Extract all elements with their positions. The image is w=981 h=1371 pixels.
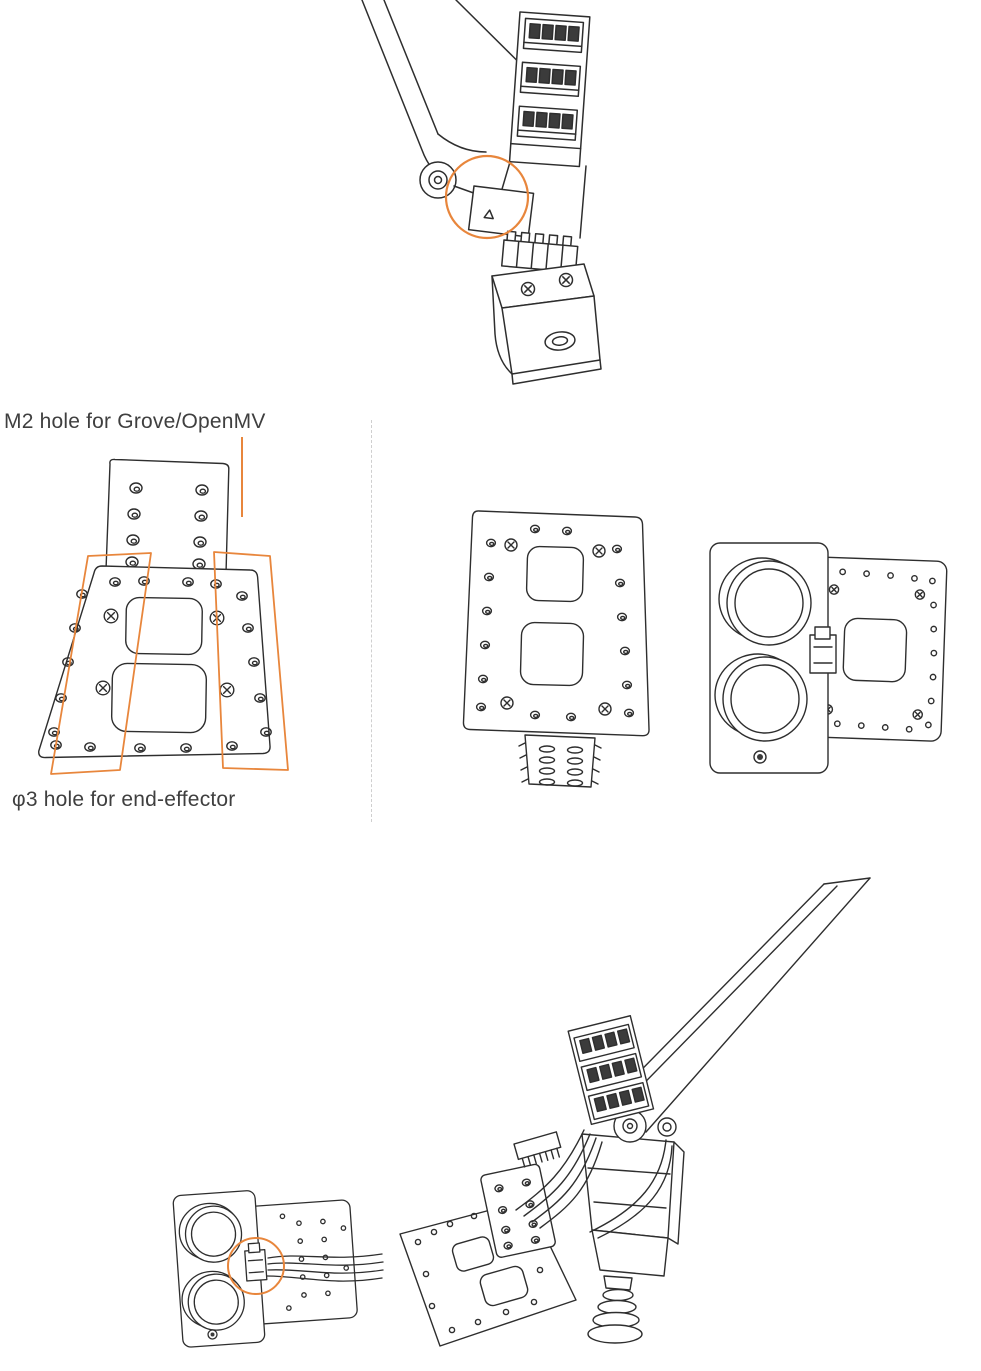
- sensor-board-small: [172, 1190, 266, 1348]
- arm-assembly-drawing: [399, 877, 871, 1347]
- grove-connector-stack: [508, 11, 591, 168]
- highlight-circle: [227, 1237, 285, 1295]
- five-pin-socket: [500, 230, 579, 274]
- plate-bottom-tab: [518, 734, 602, 788]
- pin-header: [513, 1131, 562, 1168]
- arm-socket-housing: [467, 185, 535, 238]
- mount-bracket: [480, 1163, 556, 1258]
- figure-arm-assembly: [378, 872, 975, 1369]
- base-plate: [38, 565, 272, 759]
- plate-front-drawing: [462, 510, 650, 788]
- vertical-divider: [371, 420, 372, 822]
- sensor-board: [709, 542, 829, 774]
- bracket-plate: [105, 458, 230, 575]
- arm-upper-link: [361, 0, 518, 183]
- arm-connector-drawing: [361, 0, 602, 385]
- cable: [266, 1253, 384, 1282]
- figure-plate-front: [445, 503, 672, 800]
- mounting-clip: [809, 626, 837, 674]
- m2-callout-line: [241, 437, 243, 517]
- labeled-plate-drawing: [38, 458, 289, 775]
- plate-body: [462, 510, 650, 737]
- figure-ultrasonic-module: [694, 533, 956, 791]
- highlight-circle: [444, 154, 530, 240]
- pivot-joint: [613, 1109, 677, 1143]
- cable-bundle: [515, 1129, 673, 1239]
- figure-arm-connector: [358, 0, 688, 395]
- figure-ultrasonic-cable: [150, 1178, 387, 1358]
- label-phi3-hole: φ3 hole for end-effector: [12, 788, 236, 811]
- label-m2-hole: M2 hole for Grove/OpenMV: [4, 410, 266, 433]
- transducer-top: [718, 557, 812, 646]
- figure-labeled-plate: [18, 448, 300, 785]
- suction-cup: [587, 1275, 643, 1344]
- clip-small: [244, 1242, 268, 1282]
- ultrasonic-module-drawing: [709, 542, 948, 774]
- ultrasonic-cable-drawing: [172, 1190, 384, 1348]
- highlight-outline: [50, 551, 289, 775]
- end-effector-head: [581, 1133, 685, 1277]
- end-effector-head: [491, 263, 602, 385]
- transducer-bottom: [714, 653, 808, 742]
- grove-connector-stack: [567, 1015, 655, 1126]
